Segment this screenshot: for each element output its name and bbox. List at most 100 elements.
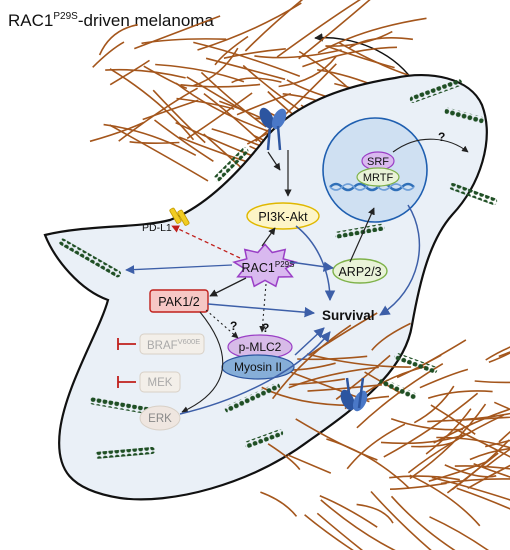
ecm-fiber [193, 41, 301, 78]
ecm-fiber [129, 141, 180, 144]
ecm-fiber [260, 491, 298, 517]
ecm-fiber [371, 322, 411, 351]
rac-question-mark: ? [262, 321, 269, 335]
ecm-fiber [474, 380, 510, 384]
ecm-fiber [370, 490, 432, 550]
integrin-receptor-bottom [340, 377, 368, 412]
ecm-fiber [287, 454, 332, 474]
ecm-fiber [430, 404, 476, 435]
rac1-to-pdl1-arrow [171, 225, 241, 259]
rac1-to-arp-arrow [289, 261, 335, 272]
actin-filament [214, 147, 249, 182]
ecm-fiber [427, 416, 510, 423]
srf-label: SRF [367, 156, 389, 168]
ecm-fiber [485, 439, 510, 448]
ecm-fiber [231, 77, 282, 84]
ecm-fiber [298, 0, 371, 60]
pdl1-label: PD-L1 [142, 222, 172, 234]
ecm-fiber [454, 465, 510, 470]
ecm-fiber [320, 499, 396, 550]
actin-filament [244, 429, 284, 448]
ecm-fiber [308, 312, 378, 357]
ecm-fiber [267, 443, 301, 471]
ecm-fiber [295, 418, 378, 461]
arp23-label: ARP2/3 [338, 265, 381, 279]
srf-to-actin-arrow [392, 138, 469, 153]
ecm-fiber [180, 83, 261, 88]
receptor-to-pi3k-arrow-1 [267, 151, 281, 171]
ecm-fiber [109, 59, 150, 86]
ecm-fiber [154, 119, 214, 162]
ecm-fiber [92, 41, 125, 68]
ecm-fiber [356, 503, 394, 524]
ecm-fiber [155, 63, 245, 83]
rac1-node [232, 243, 298, 288]
actin-filament [444, 107, 484, 124]
ecm-fiber [223, 48, 286, 59]
braf-inhibitor [117, 338, 136, 350]
actin-filament [449, 183, 498, 206]
ecm-fiber [488, 352, 510, 364]
ecm-fiber [347, 37, 414, 49]
ecm-fiber [419, 368, 469, 389]
ecm-fiber [389, 482, 447, 490]
ecm-fiber [325, 45, 395, 69]
figure-title: RAC1P29S-driven melanoma [8, 11, 214, 30]
integrin-receptor-top [259, 107, 287, 151]
nucleus-to-survival-arrow [379, 204, 421, 316]
ecm-fiber [428, 461, 487, 482]
erk-label: ERK [148, 413, 172, 425]
ecm-fiber [431, 476, 510, 501]
ecm-fiber [409, 474, 481, 527]
ecm-fiber [192, 47, 239, 87]
ecm-fiber [89, 121, 145, 143]
mek-inhibitor [117, 376, 136, 388]
myosin-label: Myosin II [234, 360, 282, 374]
pak-question-mark: ? [230, 319, 237, 333]
ecm-fiber [390, 495, 456, 550]
ecm-fiber [134, 15, 221, 50]
rac1-to-pmlc2-arrow [259, 283, 267, 333]
rac1-to-pi3k-arrow [261, 227, 276, 247]
ecm-fiber [271, 324, 352, 400]
ecm-fiber [390, 417, 464, 431]
ecm-fiber [316, 512, 364, 550]
ecm-fiber [409, 403, 487, 480]
ecm-fibers-bottom [260, 312, 510, 550]
ecm-fiber [109, 68, 195, 141]
ecm-fiber [346, 423, 406, 470]
myosin-to-survival-arrow [294, 327, 325, 356]
ecm-fiber [278, 55, 337, 88]
ecm-fiber [484, 448, 510, 469]
pi3k-akt-node [246, 202, 320, 230]
ecm-fiber [493, 401, 510, 411]
ecm-fiber [141, 38, 227, 45]
erk-node [139, 405, 181, 431]
rac1-to-actin-arrow [125, 264, 233, 275]
braf-label: BRAFV600E [147, 337, 200, 352]
ecm-fiber [306, 353, 412, 368]
pdl1-receptor [169, 207, 190, 226]
ecm-fiber [413, 385, 455, 424]
ecm-fiber [143, 65, 188, 90]
actin-filament [334, 223, 385, 239]
rac1-label: RAC1P29S [242, 260, 295, 275]
ecm-fiber [244, 0, 304, 52]
actin-filament [409, 79, 463, 103]
ecm-fiber [473, 463, 510, 478]
ecm-fiber [302, 46, 398, 68]
ecm-fiber [307, 384, 382, 392]
ecm-fiber [429, 516, 489, 550]
pak-to-erk-arrow [181, 311, 224, 413]
mrtf-label: MRTF [363, 172, 394, 184]
ecm-fiber [440, 478, 510, 485]
ecm-fiber [118, 87, 198, 142]
ecm-fiber [109, 124, 209, 182]
ecm-fiber [276, 0, 361, 58]
ecm-fiber [288, 366, 379, 389]
pi3k-akt-label: PI3K-Akt [258, 210, 308, 224]
ecm-fiber [469, 447, 510, 461]
braf-node [139, 333, 205, 355]
